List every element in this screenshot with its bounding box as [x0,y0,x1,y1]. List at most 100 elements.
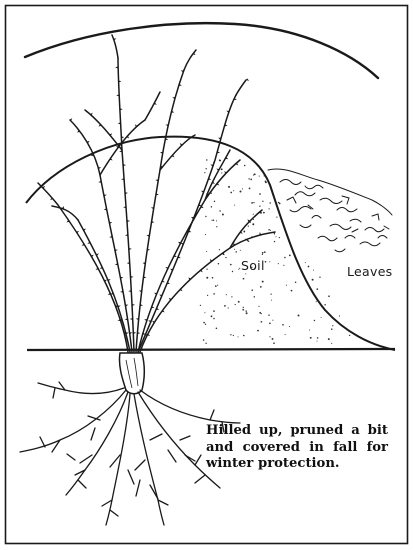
soil-dot [271,300,272,301]
soil-dot [276,216,277,217]
soil-dot [251,202,253,204]
soil-dot [263,212,265,214]
soil-dot [252,223,254,225]
soil-dot [269,261,270,262]
soil-dot [278,202,280,204]
thorn [121,136,124,138]
soil-dot [313,270,314,271]
soil-dot [260,286,262,288]
soil-dot [308,266,310,268]
soil-dot [264,175,265,176]
soil-dot [257,330,259,332]
soil-dot [253,214,254,215]
soil-dot [240,191,242,193]
soil-dot [243,335,245,337]
soil-label: Soil [241,258,265,273]
ground-line [27,349,395,350]
soil-dot [216,220,217,221]
soil-dot [312,279,314,281]
soil-dot [235,251,237,253]
soil-dot [305,262,306,263]
leaves-label: Leaves [347,264,393,279]
soil-dot [234,249,235,250]
thorn [115,67,118,69]
soil-dot [261,212,262,213]
soil-dot [216,328,218,330]
soil-dot [204,312,205,313]
soil-dot [232,271,233,272]
soil-dot [310,337,312,339]
soil-dot [211,206,212,207]
soil-dot [282,324,284,326]
soil-dot [211,220,212,221]
soil-dot [205,343,206,344]
soil-dot [211,315,213,317]
soil-dot [246,312,248,314]
soil-dot [249,188,251,190]
soil-dot [317,337,319,339]
soil-dot [226,294,227,295]
soil-dot [228,307,229,308]
soil-dot [283,265,284,266]
soil-dot [268,208,269,209]
thorn [118,122,121,124]
soil-dot [205,168,206,169]
soil-dot [216,226,217,227]
soil-dot [235,304,236,305]
thorn [218,138,221,140]
soil-mound [26,137,395,350]
soil-dot [262,252,264,254]
soil-dot [238,301,240,303]
soil-dot [240,250,241,251]
soil-dot [272,320,273,321]
soil-dot [264,251,266,253]
soil-dot [206,251,207,252]
soil-dot [233,190,234,191]
soil-dot [218,263,219,264]
soil-dot [314,320,315,321]
soil-dot [207,295,208,296]
soil-dot [316,301,317,302]
soil-dot [284,257,286,259]
soil-dot [206,159,207,160]
soil-dot [270,293,271,294]
soil-dot [285,334,286,335]
soil-dot [270,230,271,231]
soil-dot [298,315,300,317]
soil-dot [230,192,232,194]
soil-dot [213,318,215,320]
soil-dot [317,341,318,342]
soil-dot [272,338,274,340]
figure-caption: Hilled up, pruned a bit and covered in f… [206,423,388,473]
soil-dot [203,322,205,324]
soil-dot [332,325,333,326]
soil-dot [286,285,287,286]
soil-dot [259,176,260,177]
soil-dot [225,257,226,258]
soil-dot [224,305,226,307]
soil-dot [274,241,275,242]
soil-dot [328,295,330,297]
soil-dot [245,310,246,311]
soil-dot [319,277,320,278]
soil-dot [206,277,208,279]
soil-dot [262,201,263,202]
soil-dot [349,335,350,336]
soil-dot [219,249,220,250]
soil-dot [212,277,214,279]
thorn [120,108,123,110]
soil-dot [316,288,318,290]
soil-dot [230,334,231,335]
soil-dot [276,236,277,237]
soil-dot [269,202,271,204]
soil-dot [262,254,263,255]
soil-dot [262,281,264,283]
soil-dot [245,273,246,274]
thorn [172,97,175,99]
soil-dot [213,219,215,221]
soil-dot [265,181,267,183]
soil-dot [234,205,235,206]
soil-dot [248,225,249,226]
soil-dot [221,168,223,170]
soil-dot [324,304,326,306]
